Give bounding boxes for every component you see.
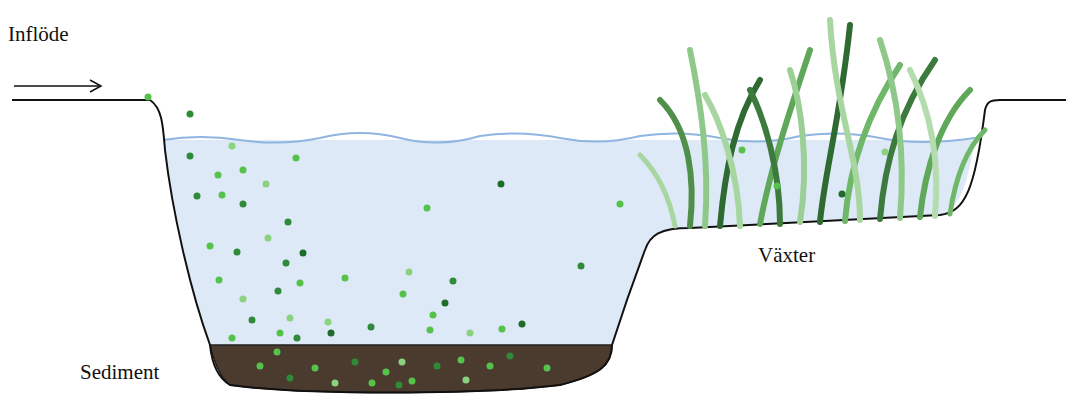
plants-label: Växter — [758, 243, 815, 268]
sediment-label: Sediment — [80, 360, 159, 385]
inflow-arrow — [14, 80, 101, 92]
pond-outline — [12, 100, 1066, 393]
particles — [145, 94, 889, 389]
inflow-label: Inflöde — [8, 22, 69, 47]
plants — [640, 20, 985, 226]
water-surface — [163, 133, 975, 143]
